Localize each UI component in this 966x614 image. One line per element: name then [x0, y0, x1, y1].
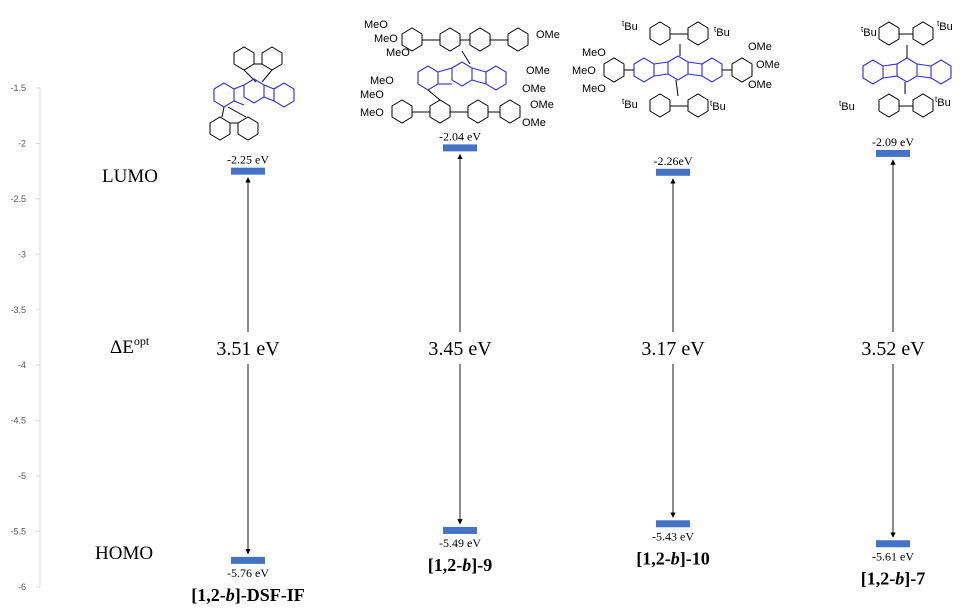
structure-9: MeO MeO MeO OMe OMe MeO MeO MeO OMe OMe … — [360, 19, 560, 129]
structure-9-label: MeO — [360, 107, 384, 119]
y-tick-label: -5 — [18, 471, 26, 481]
y-tick-label: -4 — [18, 360, 26, 370]
structure-7-tbu-label: tBu — [935, 95, 951, 109]
lumo-bar — [443, 144, 477, 152]
structure-10-tbu-label: tBu — [714, 25, 730, 39]
y-tick-label: -3.5 — [10, 305, 26, 315]
structure-9-label: MeO — [364, 19, 388, 31]
structure-10-label: OMe — [756, 59, 780, 71]
lumo-value-label: -2.04 eV — [439, 129, 481, 143]
y-tick-label: -3 — [18, 249, 26, 259]
energy-levels: -2.25 eV-5.76 eV3.51 eV[1,2-b]-DSF-IF-2.… — [191, 129, 925, 605]
structure-9-label: OMe — [536, 29, 560, 41]
structure-7: tBu tBu tBu tBu — [839, 19, 953, 118]
gap-value-label: 3.51 eV — [216, 338, 280, 360]
structure-9-label: OMe — [522, 117, 546, 129]
homo-value-label: -5.61 eV — [872, 549, 914, 563]
structure-10-tbu-label: tBu — [710, 99, 726, 113]
structure-10-label: MeO — [572, 65, 596, 77]
compound-group: -2.26eV -5.43 eV 3.17 eV [1,2-b]-10 — [636, 154, 710, 569]
compound-group: -2.09 eV -5.61 eV 3.52 eV [1,2-b]-7 — [861, 135, 926, 588]
structure-9-label: MeO — [360, 89, 384, 101]
lumo-bar — [876, 149, 910, 157]
structure-10-label: MeO — [582, 47, 606, 59]
y-tick-label: -1.5 — [10, 83, 26, 93]
lumo-row-label: LUMO — [102, 166, 158, 187]
y-tick-label: -5.5 — [10, 527, 26, 537]
structure-10: MeO MeO MeO OMe OMe OMe tBu tBu tBu tBu — [572, 19, 780, 118]
homo-bar — [656, 520, 690, 528]
gap-row-label-sup: opt — [134, 334, 150, 348]
structure-10-label: OMe — [748, 41, 772, 53]
lumo-value-label: -2.26eV — [654, 154, 693, 168]
lumo-bar — [656, 168, 690, 176]
compound-name: [1,2-b]-10 — [636, 548, 710, 568]
lumo-bar — [231, 167, 265, 175]
lumo-value-label: -2.09 eV — [872, 135, 914, 149]
structure-9-label: OMe — [522, 83, 546, 95]
homo-bar — [443, 526, 477, 534]
structure-10-tbu-label: tBu — [622, 19, 638, 33]
structure-10-tbu-label: tBu — [622, 97, 638, 111]
gap-value-label: 3.45 eV — [428, 338, 492, 360]
homo-value-label: -5.49 eV — [439, 536, 481, 550]
structure-7-tbu-label: tBu — [937, 19, 953, 33]
homo-value-label: -5.43 eV — [652, 529, 694, 543]
y-tick-label: -2.5 — [10, 194, 26, 204]
structure-9-label: OMe — [530, 99, 554, 111]
compound-group: -2.04 eV -5.49 eV 3.45 eV [1,2-b]-9 — [428, 129, 493, 575]
gap-value-label: 3.17 eV — [641, 338, 705, 360]
homo-bar — [231, 556, 265, 564]
gap-row-label-main: ΔE — [110, 337, 134, 358]
structure-dsf-if — [209, 46, 295, 141]
y-tick-label: -6 — [18, 582, 26, 592]
y-axis-ticks: -1.5 -2 -2.5 -3 -3.5 -4 -4.5 -5 -5.5 -6 — [10, 83, 40, 592]
structure-9-label: OMe — [526, 65, 550, 77]
structure-7-tbu-label: tBu — [839, 99, 855, 113]
compound-name: [1,2-b]-DSF-IF — [191, 585, 305, 605]
homo-bar — [876, 540, 910, 548]
homo-value-label: -5.76 eV — [227, 566, 269, 580]
gap-value-label: 3.52 eV — [861, 338, 925, 360]
lumo-value-label: -2.25 eV — [227, 153, 269, 167]
gap-row-label: ΔEopt — [110, 334, 150, 358]
y-tick-label: -2 — [18, 138, 26, 148]
structure-9-label: MeO — [370, 75, 394, 87]
structure-7-tbu-label: tBu — [861, 25, 877, 39]
structure-10-label: MeO — [582, 83, 606, 95]
structure-9-label: MeO — [386, 47, 410, 59]
homo-row-label: HOMO — [95, 543, 153, 564]
compound-group: -2.25 eV -5.76 eV 3.51 eV [1,2-b]-DSF-IF — [191, 153, 305, 605]
structure-10-label: OMe — [748, 79, 772, 91]
y-tick-label: -4.5 — [10, 416, 26, 426]
compound-name: [1,2-b]-9 — [428, 555, 493, 575]
compound-name: [1,2-b]-7 — [861, 568, 926, 588]
structure-9-label: MeO — [374, 33, 398, 45]
